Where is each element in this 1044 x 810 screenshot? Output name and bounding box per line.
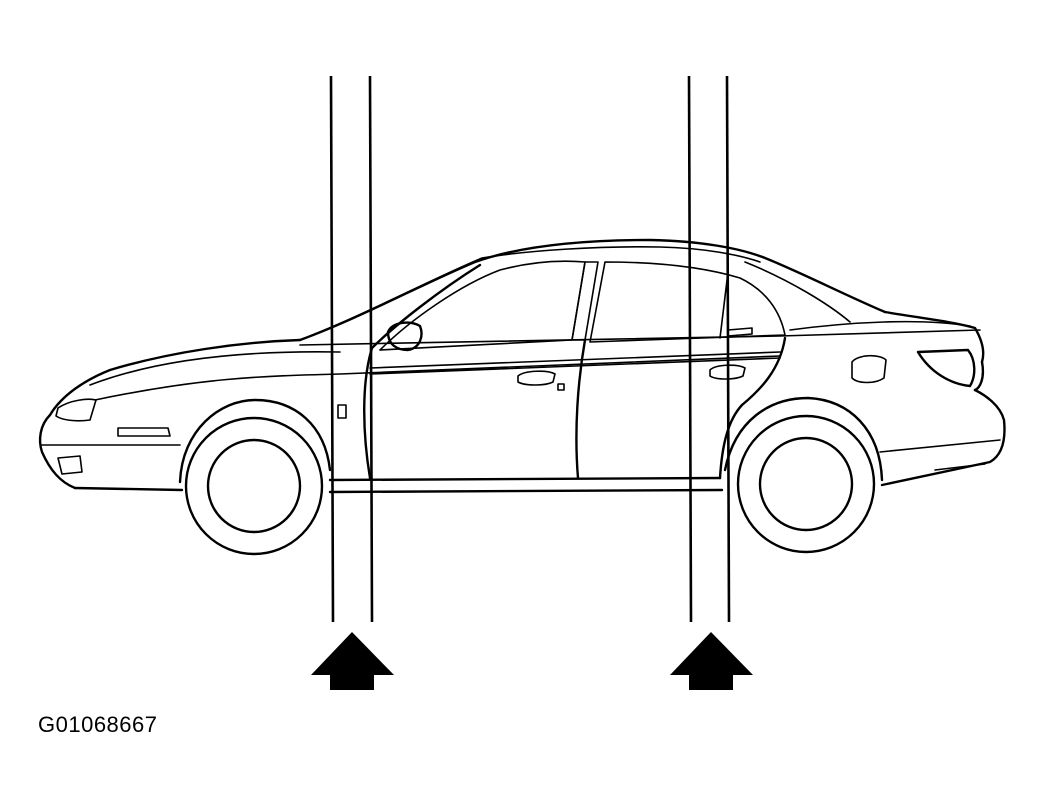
headlight [55, 398, 97, 422]
front-door-window [379, 260, 586, 351]
front-guide-line-left [329, 75, 335, 623]
rear-door-handle [709, 364, 746, 380]
belt-line [299, 329, 981, 346]
front-lower-grille [57, 455, 83, 475]
front-door-front-edge [363, 346, 374, 480]
windshield-edge [370, 263, 482, 350]
taillight [916, 348, 976, 388]
trunk-outline [883, 310, 985, 364]
rocker-panel-lower [328, 488, 724, 494]
front-wheel-arch [178, 398, 332, 484]
rear-guide-line-left [687, 75, 693, 623]
rear-guide-line-right [725, 75, 731, 623]
rear-bumper-line [879, 439, 1001, 453]
rear-window-vent [727, 327, 753, 337]
front-guide-line-right [368, 75, 374, 623]
side-molding-upper [369, 351, 781, 369]
roof-inner-line [309, 246, 761, 337]
hood-crease [89, 350, 341, 386]
side-molding-lower [369, 357, 781, 375]
rear-wheel-arch [723, 396, 884, 482]
fender-side-marker [337, 404, 347, 419]
front-door-handle [517, 370, 556, 386]
rear-wheel [736, 414, 876, 554]
side-mirror [386, 321, 423, 352]
rear-door-rear-edge [718, 336, 787, 480]
trunk-lid-line [789, 320, 971, 331]
front-lift-point-guide [329, 75, 374, 623]
front-marker-lamp [117, 427, 171, 437]
rear-quarter [973, 360, 985, 392]
front-bumper [38, 413, 77, 490]
b-pillar [571, 261, 599, 341]
figure-code: G01068667 [38, 712, 158, 737]
rear-door-window [589, 261, 786, 343]
front-wheel [184, 416, 324, 556]
front-lower-body [73, 486, 184, 492]
fuel-door [851, 354, 887, 384]
body-side-line [94, 355, 781, 401]
rear-window-line [744, 261, 851, 323]
sedan-side-view [38, 238, 1006, 494]
rocker-panel [328, 476, 722, 482]
rear-lower-body [880, 388, 1006, 487]
rear-lift-arrow-icon [670, 632, 753, 690]
hood-outline [48, 338, 302, 417]
front-door-rear-edge [575, 338, 587, 480]
front-lift-arrow-icon [311, 632, 394, 690]
door-lock [557, 383, 565, 391]
rear-under-trim [934, 463, 986, 471]
rear-lift-point-guide [687, 75, 731, 623]
doors [337, 336, 787, 480]
